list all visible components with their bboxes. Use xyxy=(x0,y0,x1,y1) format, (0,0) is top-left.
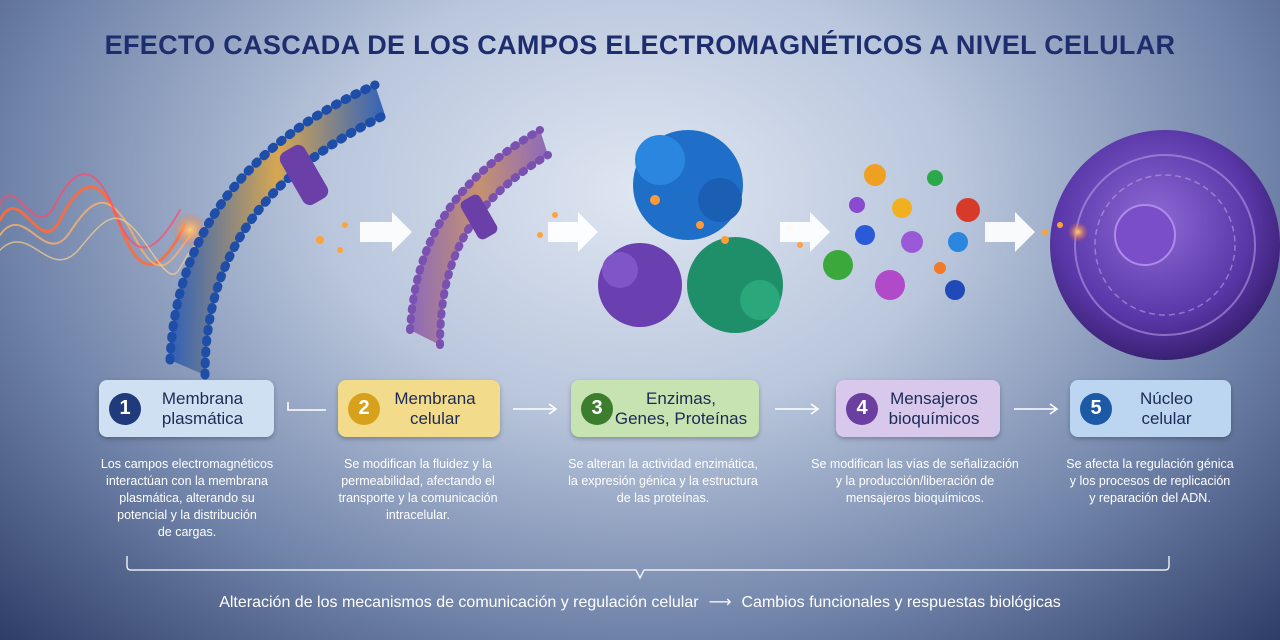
protein-cluster-illustration xyxy=(598,130,783,333)
flow-arrow-4 xyxy=(1012,400,1062,418)
step-1-box: 1 Membrana plasmática xyxy=(99,380,274,437)
nucleus-illustration xyxy=(1050,130,1280,360)
step-4-label: Mensajeros bioquímicos xyxy=(878,389,990,429)
step-1-description: Los campos electromagnéticos interactúan… xyxy=(87,456,287,541)
step-3-badge: 3 xyxy=(581,393,613,425)
flow-arrow-1 xyxy=(286,400,330,418)
step-4-box: 4 Mensajeros bioquímicos xyxy=(836,380,1000,437)
step-3-label: Enzimas, Genes, Proteínas xyxy=(613,389,749,429)
footer-left-text: Alteración de los mecanismos de comunica… xyxy=(219,594,698,611)
step-2-label: Membrana celular xyxy=(380,389,490,429)
step-5-description: Se afecta la regulación génica y los pro… xyxy=(1045,456,1255,507)
footer-right-text: Cambios funcionales y respuestas biológi… xyxy=(742,594,1061,611)
step-4-badge: 4 xyxy=(846,393,878,425)
flow-arrow-3 xyxy=(773,400,823,418)
step-1-badge: 1 xyxy=(109,393,141,425)
step-3-box: 3 Enzimas, Genes, Proteínas xyxy=(571,380,759,437)
step-3-description: Se alteran la actividad enzimática, la e… xyxy=(563,456,763,507)
step-5-box: 5 Núcleo celular xyxy=(1070,380,1231,437)
summary-bracket xyxy=(127,556,1169,578)
step-5-label: Núcleo celular xyxy=(1112,389,1221,429)
summary-footer: Alteración de los mecanismos de comunica… xyxy=(0,592,1280,612)
plasma-membrane-illustration xyxy=(170,85,385,375)
messenger-molecules-illustration xyxy=(823,164,980,300)
footer-arrow: ⟶ xyxy=(709,592,732,612)
page-title: EFECTO CASCADA DE LOS CAMPOS ELECTROMAGN… xyxy=(0,30,1280,61)
cell-membrane-illustration xyxy=(410,130,548,345)
step-5-badge: 5 xyxy=(1080,393,1112,425)
step-2-badge: 2 xyxy=(348,393,380,425)
step-1-label: Membrana plasmática xyxy=(141,389,264,429)
electromagnetic-wave xyxy=(0,174,208,274)
step-4-description: Se modifican las vías de señalización y … xyxy=(810,456,1020,507)
step-2-box: 2 Membrana celular xyxy=(338,380,500,437)
step-2-description: Se modifican la fluidez y la permeabilid… xyxy=(318,456,518,524)
flow-arrow-2 xyxy=(511,400,561,418)
